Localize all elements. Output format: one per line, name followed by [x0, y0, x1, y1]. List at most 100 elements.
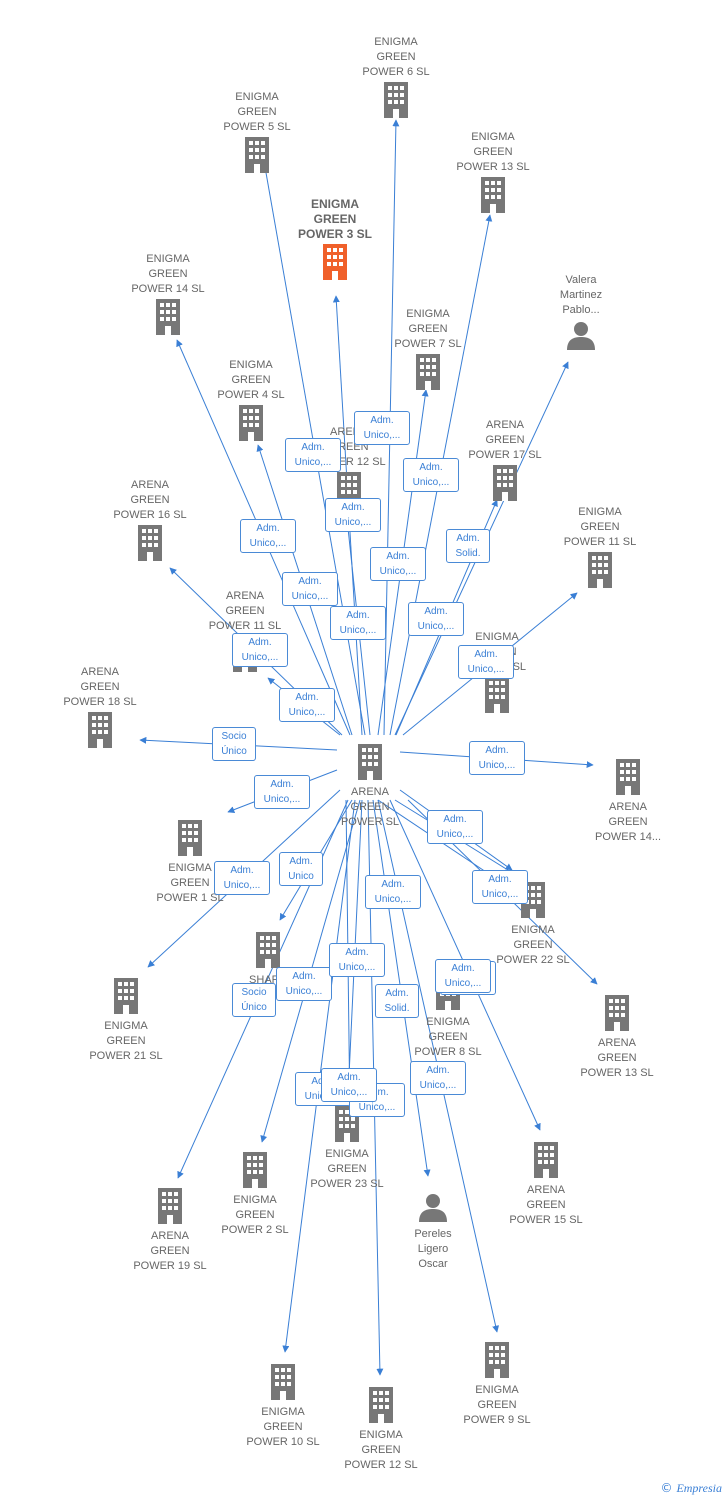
node-ep7[interactable]: ENIGMA GREEN POWER 7 SL	[368, 307, 488, 395]
edge-label[interactable]: Adm. Unico,...	[435, 959, 491, 993]
edge-label[interactable]: Adm. Unico,...	[354, 411, 410, 445]
node-label: ENIGMA GREEN POWER 10 SL	[246, 1406, 320, 1448]
node-label: Pereles Ligero Oscar	[414, 1228, 452, 1270]
edge-label[interactable]: Adm. Unico,...	[254, 775, 310, 809]
node-ap16[interactable]: ARENA GREEN POWER 16 SL	[90, 478, 210, 566]
node-ep1[interactable]: ENIGMA GREEN POWER 1 SL	[130, 818, 250, 906]
edge-label[interactable]: Adm. Unico,...	[410, 1061, 466, 1095]
node-label: ENIGMA GREEN POWER 2 SL	[221, 1194, 289, 1236]
node-valera[interactable]: Valera Martinez Pablo...	[521, 273, 641, 355]
edge-label[interactable]: Adm. Unico	[279, 852, 323, 886]
edge-label[interactable]: Adm. Unico,...	[285, 438, 341, 472]
edge-label[interactable]: Adm. Unico,...	[469, 741, 525, 775]
edge-label[interactable]: Adm. Unico,...	[365, 875, 421, 909]
edge-label[interactable]: Socio Único	[232, 983, 276, 1017]
building-icon	[90, 525, 210, 566]
edge-label[interactable]: Adm. Unico,...	[214, 861, 270, 895]
node-ep21[interactable]: ENIGMA GREEN POWER 21 SL	[66, 976, 186, 1064]
node-ep11[interactable]: ENIGMA GREEN POWER 11 SL	[540, 505, 660, 593]
edge-label[interactable]: Adm. Unico,...	[427, 810, 483, 844]
node-ep6[interactable]: ENIGMA GREEN POWER 6 SL	[336, 35, 456, 123]
building-icon	[66, 978, 186, 1019]
node-label: ENIGMA GREEN POWER 12 SL	[344, 1429, 418, 1471]
node-label: ENIGMA GREEN POWER 7 SL	[394, 308, 462, 350]
edge-label[interactable]: Adm. Unico,...	[408, 602, 464, 636]
edge-label[interactable]: Adm. Unico,...	[329, 943, 385, 977]
node-label: ARENA GREEN POWER 13 SL	[580, 1037, 654, 1079]
node-label: Valera Martinez Pablo...	[559, 274, 603, 316]
edge-label[interactable]: Adm. Unico,...	[321, 1068, 377, 1102]
node-center[interactable]: ARENA GREEN POWER SL	[310, 742, 430, 830]
node-ep3[interactable]: ENIGMA GREEN POWER 3 SL	[275, 197, 395, 285]
person-icon	[373, 1192, 493, 1227]
building-icon	[191, 405, 311, 446]
building-icon	[208, 932, 328, 973]
edge-label[interactable]: Adm. Unico,...	[232, 633, 288, 667]
node-pereles[interactable]: Pereles Ligero Oscar	[373, 1190, 493, 1272]
node-ep13[interactable]: ENIGMA GREEN POWER 13 SL	[433, 130, 553, 218]
node-ap19[interactable]: ARENA GREEN POWER 19 SL	[110, 1186, 230, 1274]
node-ap18[interactable]: ARENA GREEN POWER 18 SL	[40, 665, 160, 753]
node-label: ARENA GREEN POWER 17 SL	[468, 419, 542, 461]
edge-label[interactable]: Adm. Solid.	[375, 984, 419, 1018]
node-ep10[interactable]: ENIGMA GREEN POWER 10 SL	[223, 1362, 343, 1450]
copyright-icon: ©	[660, 1481, 673, 1495]
edge-label[interactable]: Adm. Solid.	[446, 529, 490, 563]
node-label: ENIGMA GREEN POWER 22 SL	[496, 924, 570, 966]
building-icon	[310, 744, 430, 785]
building-icon	[540, 552, 660, 593]
edge-label[interactable]: Adm. Unico,...	[325, 498, 381, 532]
building-icon	[433, 177, 553, 218]
edge-label[interactable]: Adm. Unico,...	[330, 606, 386, 640]
node-label: ARENA GREEN POWER 11 SL	[208, 590, 282, 632]
building-icon	[130, 820, 250, 861]
building-icon	[197, 137, 317, 178]
node-label: ENIGMA GREEN POWER 11 SL	[563, 506, 637, 548]
node-ap13[interactable]: ARENA GREEN POWER 13 SL	[557, 993, 677, 1081]
node-ap14[interactable]: ARENA GREEN POWER 14...	[568, 757, 688, 845]
credit[interactable]: ©Empresia	[660, 1481, 722, 1496]
edge-label[interactable]: Adm. Unico,...	[276, 967, 332, 1001]
node-label: ENIGMA GREEN POWER 6 SL	[362, 36, 430, 78]
node-ep9[interactable]: ENIGMA GREEN POWER 9 SL	[437, 1340, 557, 1428]
node-ep14[interactable]: ENIGMA GREEN POWER 14 SL	[108, 252, 228, 340]
edge-label[interactable]: Adm. Unico,...	[403, 458, 459, 492]
edge-label[interactable]: Adm. Unico,...	[240, 519, 296, 553]
building-icon	[437, 1342, 557, 1383]
node-ep4[interactable]: ENIGMA GREEN POWER 4 SL	[191, 358, 311, 446]
node-label: ARENA GREEN POWER 14...	[594, 801, 662, 843]
node-ap17[interactable]: ARENA GREEN POWER 17 SL	[445, 418, 565, 506]
building-icon	[223, 1364, 343, 1405]
node-label: ENIGMA GREEN POWER 3 SL	[297, 197, 372, 241]
building-icon	[437, 677, 557, 718]
node-ap15[interactable]: ARENA GREEN POWER 15 SL	[486, 1140, 606, 1228]
node-label: ARENA GREEN POWER 19 SL	[133, 1230, 207, 1272]
building-icon	[40, 712, 160, 753]
edge-label[interactable]: Socio Único	[212, 727, 256, 761]
building-icon	[321, 1387, 441, 1428]
node-label: ENIGMA GREEN POWER 5 SL	[223, 91, 291, 133]
node-label: ARENA GREEN POWER 18 SL	[63, 666, 137, 708]
center-label: ARENA GREEN POWER SL	[340, 786, 400, 828]
edge-label[interactable]: Adm. Unico,...	[282, 572, 338, 606]
edge-label[interactable]: Adm. Unico,...	[279, 688, 335, 722]
node-label: ENIGMA GREEN POWER 4 SL	[217, 359, 285, 401]
node-label: ENIGMA GREEN POWER 14 SL	[131, 253, 205, 295]
edge-label[interactable]: Adm. Unico,...	[370, 547, 426, 581]
node-label: ENIGMA GREEN POWER 9 SL	[463, 1384, 531, 1426]
node-ep12[interactable]: ENIGMA GREEN POWER 12 SL	[321, 1385, 441, 1473]
person-icon	[521, 320, 641, 355]
building-icon	[275, 244, 395, 285]
edge-label[interactable]: Adm. Unico,...	[458, 645, 514, 679]
brand-name: Empresia	[676, 1481, 722, 1495]
edge-label[interactable]: Adm. Unico,...	[472, 870, 528, 904]
node-ep2[interactable]: ENIGMA GREEN POWER 2 SL	[195, 1150, 315, 1238]
building-icon	[557, 995, 677, 1036]
building-icon	[336, 82, 456, 123]
node-ep5[interactable]: ENIGMA GREEN POWER 5 SL	[197, 90, 317, 178]
building-icon	[368, 354, 488, 395]
building-icon	[445, 465, 565, 506]
building-icon	[110, 1188, 230, 1229]
building-icon	[195, 1152, 315, 1193]
